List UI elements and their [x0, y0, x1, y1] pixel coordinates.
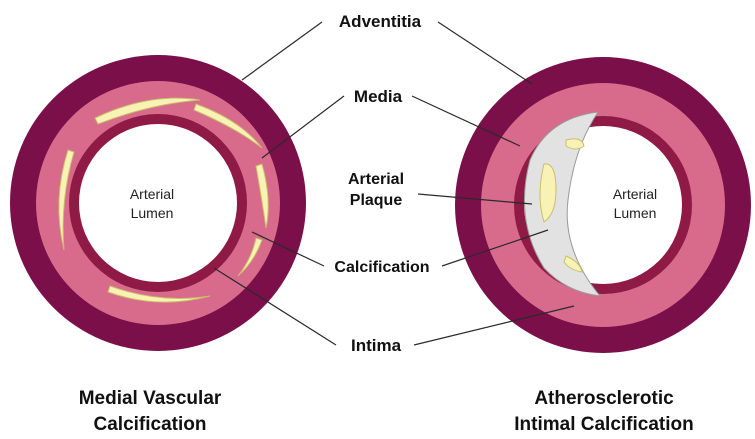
- label-plaque-line2: Plaque: [350, 192, 403, 209]
- left-vessel: Arterial Lumen: [10, 55, 306, 351]
- left-caption-line1: Medial Vascular: [79, 388, 222, 409]
- label-adventitia: Adventitia: [339, 12, 422, 31]
- right-lumen-label-line2: Lumen: [614, 205, 657, 221]
- right-vessel: Arterial Lumen: [455, 57, 751, 353]
- left-lumen: [79, 124, 237, 282]
- right-caption-line2: Intimal Calcification: [514, 414, 693, 435]
- right-lumen-label-line1: Arterial: [613, 186, 657, 202]
- label-intima: Intima: [351, 336, 402, 355]
- adventitia-leader-right: [438, 22, 532, 84]
- captions: Medial Vascular Calcification Atheroscle…: [79, 388, 694, 435]
- adventitia-leader-left: [242, 22, 322, 80]
- label-calcification: Calcification: [334, 259, 429, 276]
- label-plaque-line1: Arterial: [348, 171, 404, 188]
- label-media: Media: [354, 87, 403, 106]
- left-lumen-label-line2: Lumen: [131, 205, 174, 221]
- left-caption-line2: Calcification: [94, 414, 207, 435]
- left-lumen-label-line1: Arterial: [130, 186, 174, 202]
- right-caption-line1: Atherosclerotic: [534, 388, 674, 409]
- structure-labels: Adventitia Media Arterial Plaque Calcifi…: [334, 12, 429, 355]
